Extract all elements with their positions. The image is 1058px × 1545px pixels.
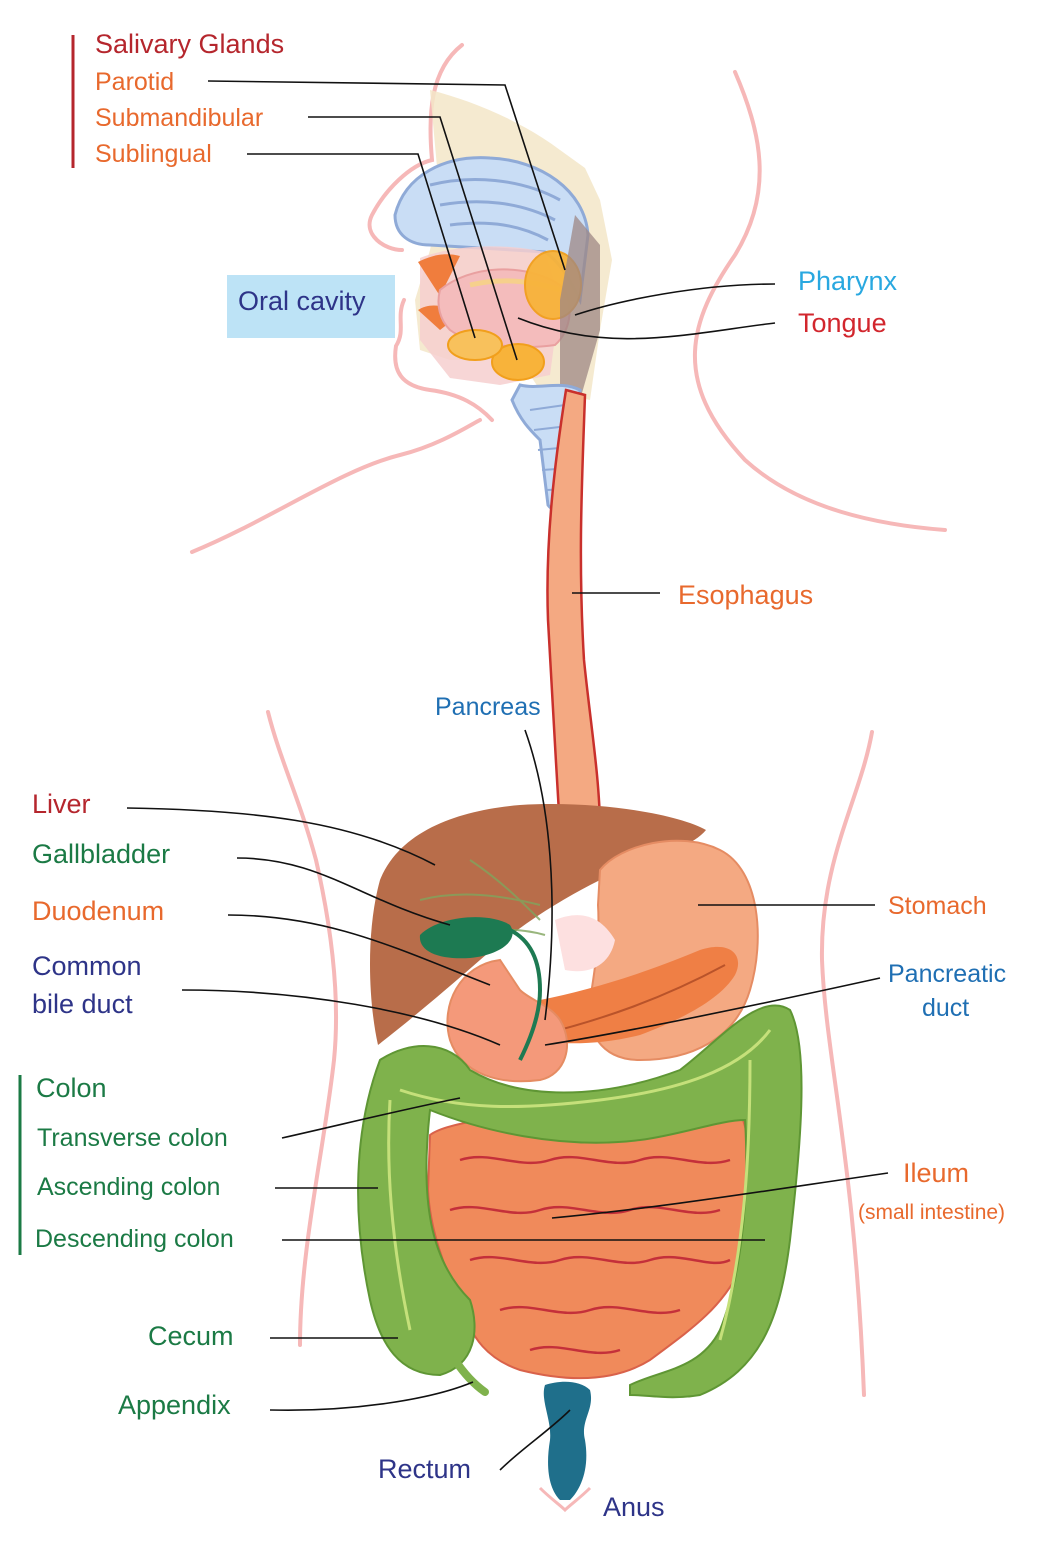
label-liver: Liver <box>32 789 91 819</box>
label-appendix: Appendix <box>118 1390 231 1420</box>
label-submandibular: Submandibular <box>95 104 263 132</box>
duodenum-shape <box>446 958 569 1083</box>
rectum-shape <box>543 1381 592 1500</box>
nasal-detail <box>429 178 561 242</box>
small-intestine-folds <box>449 1155 731 1355</box>
appendix-shape <box>451 1356 489 1396</box>
label-pharynx: Pharynx <box>798 266 898 296</box>
submandibular-gland <box>491 343 545 381</box>
oral-cavity-box <box>227 275 395 338</box>
leader-lines <box>126 80 889 1471</box>
label-esophagus: Esophagus <box>678 580 813 610</box>
body-outline <box>190 43 947 1397</box>
common-bile-duct <box>509 928 543 1061</box>
anus-shape <box>538 1486 592 1513</box>
label-descending-colon: Descending colon <box>35 1225 234 1253</box>
label-cecum: Cecum <box>148 1321 234 1351</box>
label-anus: Anus <box>603 1492 665 1522</box>
label-ascending-colon: Ascending colon <box>37 1173 220 1201</box>
label-common-bile-duct-2: bile duct <box>32 989 133 1019</box>
label-colon: Colon <box>36 1073 107 1103</box>
pharynx-wall <box>560 215 600 400</box>
label-gallbladder: Gallbladder <box>32 839 170 869</box>
label-pancreas: Pancreas <box>435 693 541 721</box>
label-sublingual: Sublingual <box>95 140 212 168</box>
lips-upper <box>418 254 460 296</box>
label-transverse-colon: Transverse colon <box>37 1124 228 1152</box>
sublingual-gland <box>447 329 503 361</box>
label-parotid: Parotid <box>95 68 174 96</box>
label-small-intestine: (small intestine) <box>858 1201 1005 1224</box>
label-rectum: Rectum <box>378 1454 471 1484</box>
label-pancreatic-duct-2: duct <box>922 994 969 1022</box>
colon-band-line <box>387 1029 772 1341</box>
label-stomach: Stomach <box>888 892 987 920</box>
label-ileum: Ileum <box>903 1158 969 1188</box>
label-duodenum: Duodenum <box>32 896 164 926</box>
label-oral-cavity: Oral cavity <box>238 286 366 316</box>
label-common-bile-duct-1: Common <box>32 951 142 981</box>
pancreas-shape <box>540 946 739 1044</box>
airway-rings <box>529 404 574 491</box>
stomach-inner-fold <box>555 915 615 972</box>
label-tongue: Tongue <box>798 308 887 338</box>
label-salivary-glands: Salivary Glands <box>95 29 284 59</box>
gallbladder-shape <box>419 917 513 959</box>
labels: Salivary Glands Parotid Submandibular Su… <box>32 29 1006 1522</box>
label-pancreatic-duct-1: Pancreatic <box>888 960 1006 988</box>
